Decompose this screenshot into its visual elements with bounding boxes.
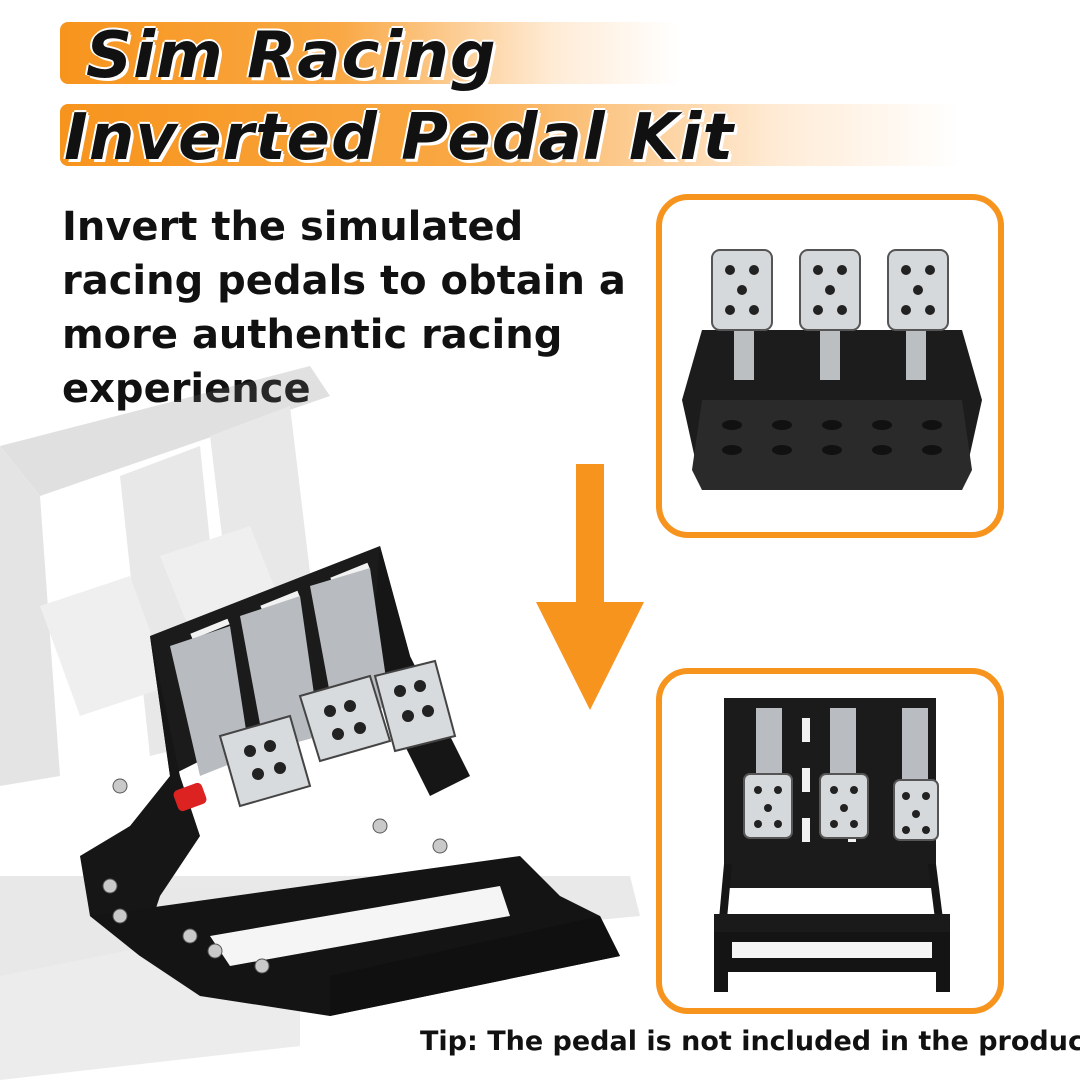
title-line-2: Inverted Pedal Kit [64,101,735,175]
product-description: Invert the simulated racing pedals to ob… [62,204,626,412]
inverted-kit-front-image [714,698,950,992]
title-line-1: Sim Racing [86,19,497,93]
tip-note: Tip: The pedal is not included in the pr… [420,1026,1080,1057]
standard-pedal-frame [656,194,1004,538]
title-highlight-1 [60,22,680,84]
down-arrow-icon [536,464,644,710]
inverted-pedal-frame [656,668,1004,1014]
inverted-frame-image [80,546,620,1016]
title-highlight-2 [60,104,960,166]
standard-pedal-image [682,249,982,490]
inverted-pedal-kit-illustration [0,356,650,1080]
